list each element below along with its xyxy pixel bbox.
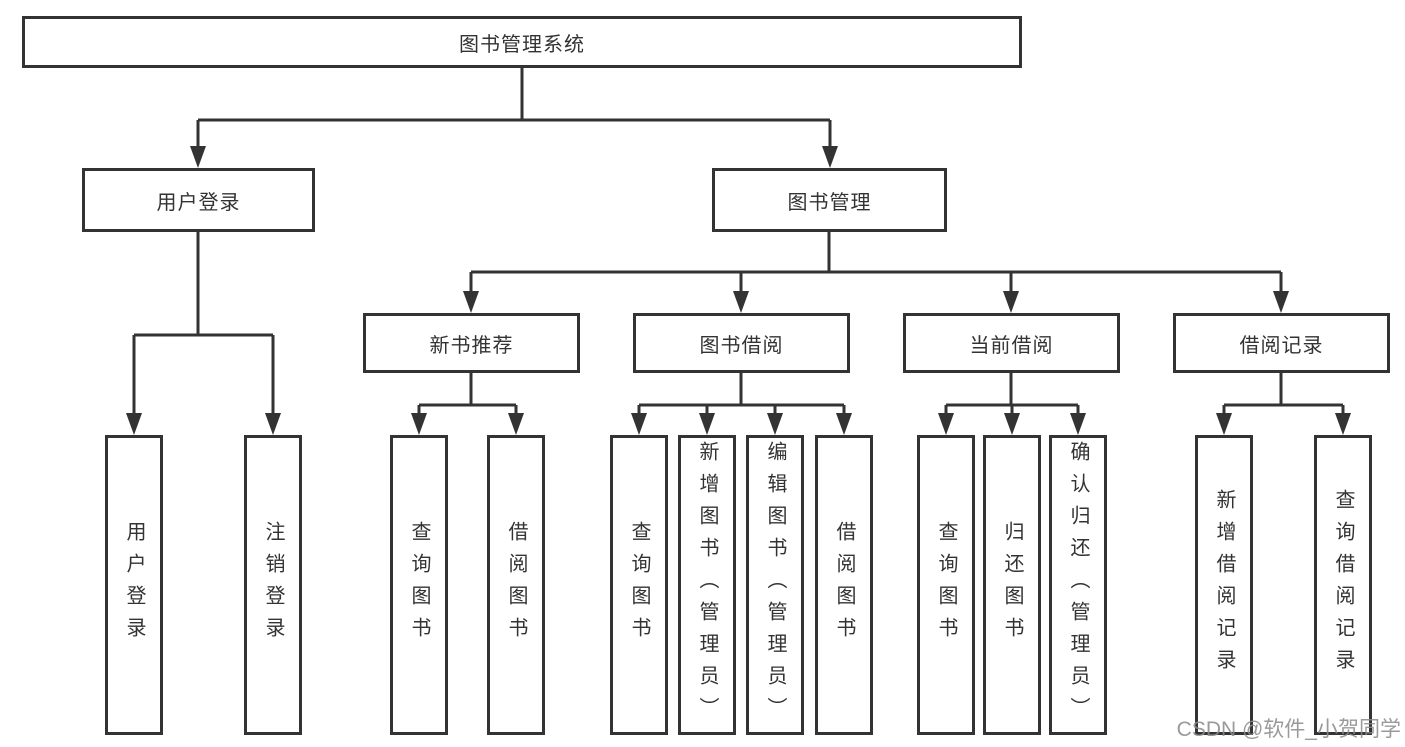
leaf-label: 编辑图书（管理员）: [764, 441, 786, 729]
leaf-query-book-newbooks: 查询图书: [390, 435, 448, 735]
leaf-user-login: 用户登录: [105, 435, 163, 735]
leaf-label: 查询图书: [408, 521, 430, 649]
node-borrow-records: 借阅记录: [1173, 313, 1390, 373]
node-label: 图书管理: [787, 191, 872, 214]
leaf-return-book: 归还图书: [983, 435, 1041, 735]
arrowheads: [126, 146, 1351, 435]
leaf-label: 归还图书: [1001, 521, 1023, 649]
leaf-label: 查询借阅记录: [1332, 489, 1354, 681]
node-label: 图书管理系统: [459, 33, 585, 56]
node-book-borrowing: 图书借阅: [633, 313, 850, 373]
leaf-borrow-book-borrowing: 借阅图书: [815, 435, 873, 735]
leaf-label: 确认归还（管理员）: [1067, 441, 1089, 729]
node-label: 用户登录: [156, 191, 241, 214]
leaf-label: 借阅图书: [833, 521, 855, 649]
leaf-label: 查询图书: [628, 521, 650, 649]
node-book-management-branch: 图书管理: [712, 168, 947, 232]
node-label: 图书借阅: [699, 334, 784, 357]
leaf-query-borrow-record: 查询借阅记录: [1314, 435, 1372, 735]
leaf-query-book-borrowing: 查询图书: [610, 435, 668, 735]
leaf-add-borrow-record: 新增借阅记录: [1195, 435, 1253, 735]
leaf-label: 查询图书: [935, 521, 957, 649]
node-user-login-branch: 用户登录: [82, 168, 315, 232]
leaf-label: 注销登录: [262, 521, 284, 649]
leaf-logout: 注销登录: [244, 435, 302, 735]
leaf-confirm-return-admin: 确认归还（管理员）: [1049, 435, 1107, 735]
node-label: 新书推荐: [429, 334, 514, 357]
leaf-add-book-admin: 新增图书（管理员）: [678, 435, 736, 735]
node-new-book-recommend: 新书推荐: [363, 313, 580, 373]
leaf-edit-book-admin: 编辑图书（管理员）: [746, 435, 804, 735]
leaf-borrow-book-newbooks: 借阅图书: [487, 435, 545, 735]
leaf-label: 新增借阅记录: [1213, 489, 1235, 681]
csdn-watermark: CSDN @软件_小贺同学: [1176, 718, 1401, 741]
node-label: 借阅记录: [1239, 334, 1324, 357]
node-current-borrowing: 当前借阅: [903, 313, 1120, 373]
node-library-management-system: 图书管理系统: [22, 16, 1022, 68]
node-label: 当前借阅: [969, 334, 1054, 357]
leaf-query-book-current: 查询图书: [917, 435, 975, 735]
leaf-label: 借阅图书: [505, 521, 527, 649]
leaf-label: 新增图书（管理员）: [696, 441, 718, 729]
leaf-label: 用户登录: [123, 521, 145, 649]
